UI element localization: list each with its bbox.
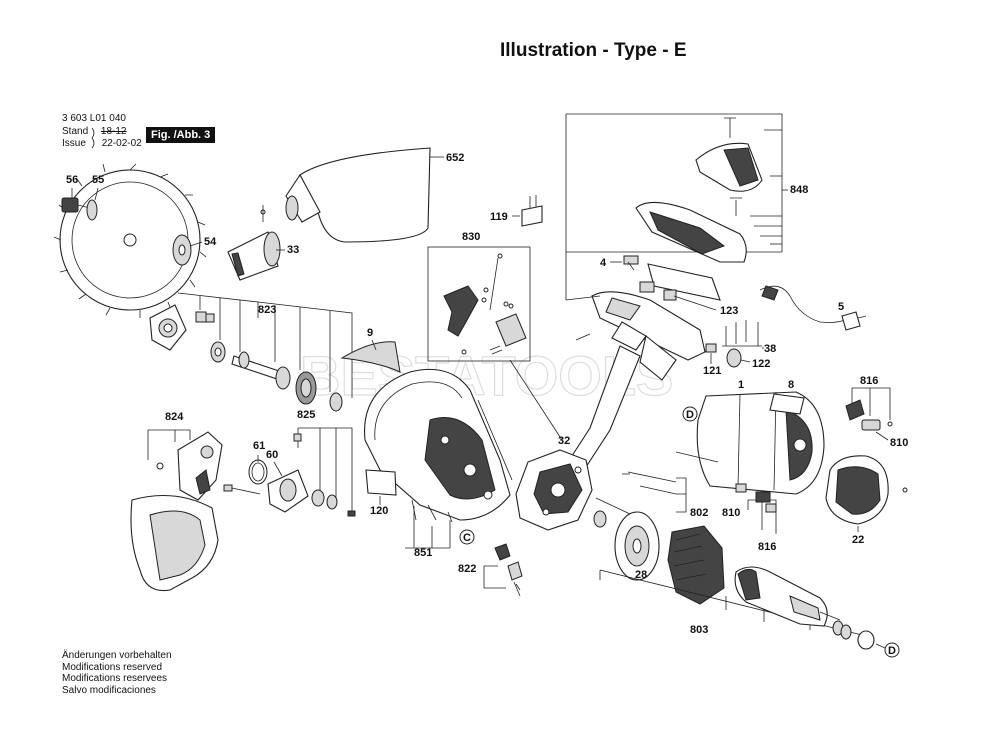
capacitor-119 (521, 195, 543, 227)
top-cover-group-848 (565, 113, 783, 300)
callout-851: 851 (414, 547, 432, 559)
footnote-fr: Modifications reservees (62, 673, 168, 684)
callout-60: 60 (266, 449, 278, 461)
callout-802: 802 (690, 507, 708, 519)
end-cap-22 (825, 455, 908, 525)
armature-803 (599, 566, 875, 650)
callout-55: 55 (92, 174, 104, 186)
callout-825: 825 (297, 409, 315, 421)
brush-holder-upper (845, 387, 893, 431)
callout-119: 119 (490, 211, 508, 223)
retaining-ring (248, 459, 268, 485)
pivot-group-825 (293, 427, 356, 517)
callout-61: 61 (253, 440, 265, 452)
callout-810-upper: 810 (890, 437, 908, 449)
spindle-group (149, 292, 353, 412)
power-cord-5 (759, 285, 867, 331)
callout-848: 848 (790, 184, 808, 196)
callout-8: 8 (788, 379, 794, 391)
outer-flange (172, 234, 192, 266)
marker-d-lower (884, 642, 900, 658)
handle-cover (695, 117, 763, 192)
motor-housing-1 (696, 391, 825, 495)
handle-frame (635, 201, 747, 263)
callout-803: 803 (690, 624, 708, 636)
stator (667, 525, 725, 605)
through-bolts-802 (622, 451, 719, 513)
page-title: Illustration - Type - E (500, 40, 687, 61)
callout-810-lower: 810 (722, 507, 740, 519)
issue-value: 22-02-02 (101, 138, 142, 149)
issue-row: Issue 22-02-02 (62, 138, 142, 150)
screws-38 (722, 320, 762, 347)
screw-set-851 (405, 499, 453, 549)
callout-56: 56 (66, 174, 78, 186)
marker-d-upper (682, 406, 698, 422)
stand-label: Stand (62, 126, 89, 137)
marker-d-upper-label: D (686, 409, 694, 421)
footnotes: Änderungen vorbehalten Modifications res… (62, 650, 172, 696)
switch-part-4 (623, 255, 639, 271)
callout-816-upper: 816 (860, 375, 878, 387)
callout-816-lower: 816 (758, 541, 776, 553)
callout-823: 823 (258, 304, 276, 316)
dust-adapter (227, 205, 281, 281)
callout-5: 5 (838, 301, 844, 313)
switch-group-830 (427, 246, 531, 362)
callout-830: 830 (462, 231, 480, 243)
callout-121: 121 (703, 365, 721, 377)
marker-c-label: C (463, 532, 471, 544)
rating-label-8 (769, 393, 805, 415)
bearing-plate (149, 304, 187, 351)
part-number: 3 603 L01 040 (62, 113, 126, 124)
drive-gear (295, 371, 317, 405)
marker-d-lower-label: D (888, 645, 896, 657)
stand-row: Stand 18-12 (62, 126, 127, 138)
footnote-es: Salvo modificaciones (62, 684, 156, 696)
callout-120: 120 (370, 505, 388, 517)
dust-bag (285, 147, 431, 243)
warning-label (365, 469, 397, 496)
washer (86, 199, 98, 221)
lower-guard (130, 494, 219, 592)
guard-hub (267, 469, 309, 513)
callout-38: 38 (764, 343, 776, 355)
issue-label: Issue (62, 138, 86, 149)
stand-value: 18-12 (100, 126, 127, 137)
callout-28: 28 (635, 569, 647, 581)
footnote-en: Modifications reserved (62, 661, 163, 673)
callout-22: 22 (852, 534, 864, 546)
guard-bracket (177, 431, 223, 501)
marker-c (459, 529, 475, 545)
stand-issue-brace (91, 127, 95, 149)
callout-1: 1 (738, 379, 744, 391)
saw-blade-group (53, 163, 207, 318)
part-121 (705, 343, 717, 353)
bearing-plate-28 (593, 510, 660, 581)
brush-holder-lower (735, 483, 777, 534)
motor-housing-32 (515, 449, 593, 531)
callout-824: 824 (165, 411, 184, 423)
callout-33: 33 (287, 244, 299, 256)
clip-group-822 (483, 543, 523, 597)
callout-122: 122 (752, 358, 770, 370)
callout-652: 652 (446, 152, 464, 164)
handle-arm (567, 291, 706, 471)
callout-54: 54 (204, 236, 217, 248)
callout-9: 9 (367, 327, 373, 339)
blade-guard-upper (340, 341, 401, 373)
callout-4: 4 (600, 257, 607, 269)
figure-label: Fig. /Abb. 3 (146, 127, 216, 143)
footnote-de: Änderungen vorbehalten (62, 650, 172, 661)
flange-nut (61, 197, 91, 213)
callout-123: 123 (720, 305, 738, 317)
spindle-shaft (231, 351, 283, 381)
part-122 (726, 348, 742, 368)
gear-housing (364, 368, 511, 521)
switch-cover-123 (639, 263, 721, 301)
callout-822: 822 (458, 563, 476, 575)
